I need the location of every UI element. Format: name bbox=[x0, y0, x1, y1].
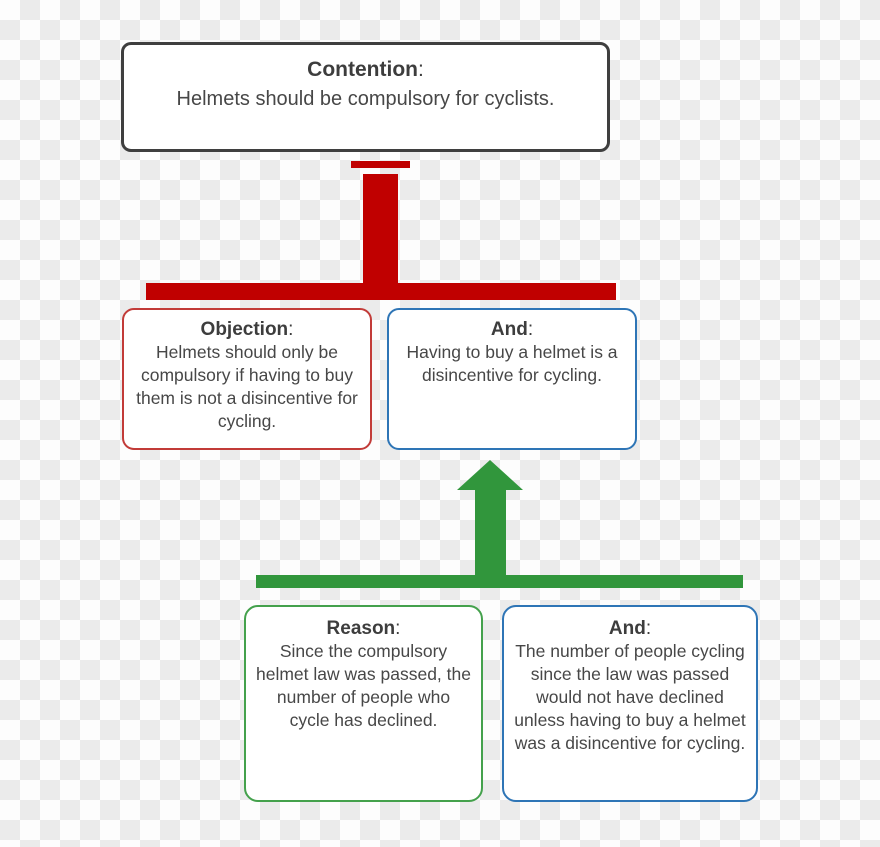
green-connector-shaft bbox=[475, 488, 506, 580]
objection-heading: Objection: bbox=[133, 318, 361, 341]
green-connector-crossbar bbox=[256, 575, 743, 588]
contention-text: Helmets should be compulsory for cyclist… bbox=[176, 88, 555, 110]
reason-box: Reason: Since the compulsory helmet law … bbox=[244, 605, 483, 802]
contention-colon: : bbox=[417, 58, 424, 81]
reason-label: Reason bbox=[326, 618, 396, 639]
and2-text: The number of people cycling since the l… bbox=[514, 641, 746, 753]
up-arrow-icon bbox=[457, 460, 523, 490]
red-connector-trunk bbox=[363, 174, 398, 288]
contention-box: Contention: Helmets should be compulsory… bbox=[121, 42, 610, 152]
objection-label: Objection bbox=[200, 319, 289, 340]
objection-box: Objection: Helmets should only be compul… bbox=[122, 308, 372, 450]
red-connector-stub bbox=[351, 161, 410, 168]
and2-colon: : bbox=[645, 618, 652, 639]
and2-label: And bbox=[608, 618, 646, 639]
and1-heading: And: bbox=[398, 318, 626, 341]
and1-label: And bbox=[490, 319, 528, 340]
contention-heading: Contention: bbox=[134, 56, 597, 84]
reason-text: Since the compulsory helmet law was pass… bbox=[256, 641, 471, 730]
objection-colon: : bbox=[288, 319, 294, 340]
red-connector-crossbar bbox=[146, 283, 616, 300]
contention-label: Contention bbox=[307, 58, 418, 81]
and1-text: Having to buy a helmet is a disincentive… bbox=[406, 342, 618, 385]
and-box-1: And: Having to buy a helmet is a disince… bbox=[387, 308, 637, 450]
reason-heading: Reason: bbox=[256, 617, 471, 640]
and2-heading: And: bbox=[514, 617, 746, 640]
and1-colon: : bbox=[527, 319, 534, 340]
and-box-2: And: The number of people cycling since … bbox=[502, 605, 758, 802]
reason-colon: : bbox=[395, 618, 401, 639]
objection-text: Helmets should only be compulsory if hav… bbox=[136, 342, 358, 431]
